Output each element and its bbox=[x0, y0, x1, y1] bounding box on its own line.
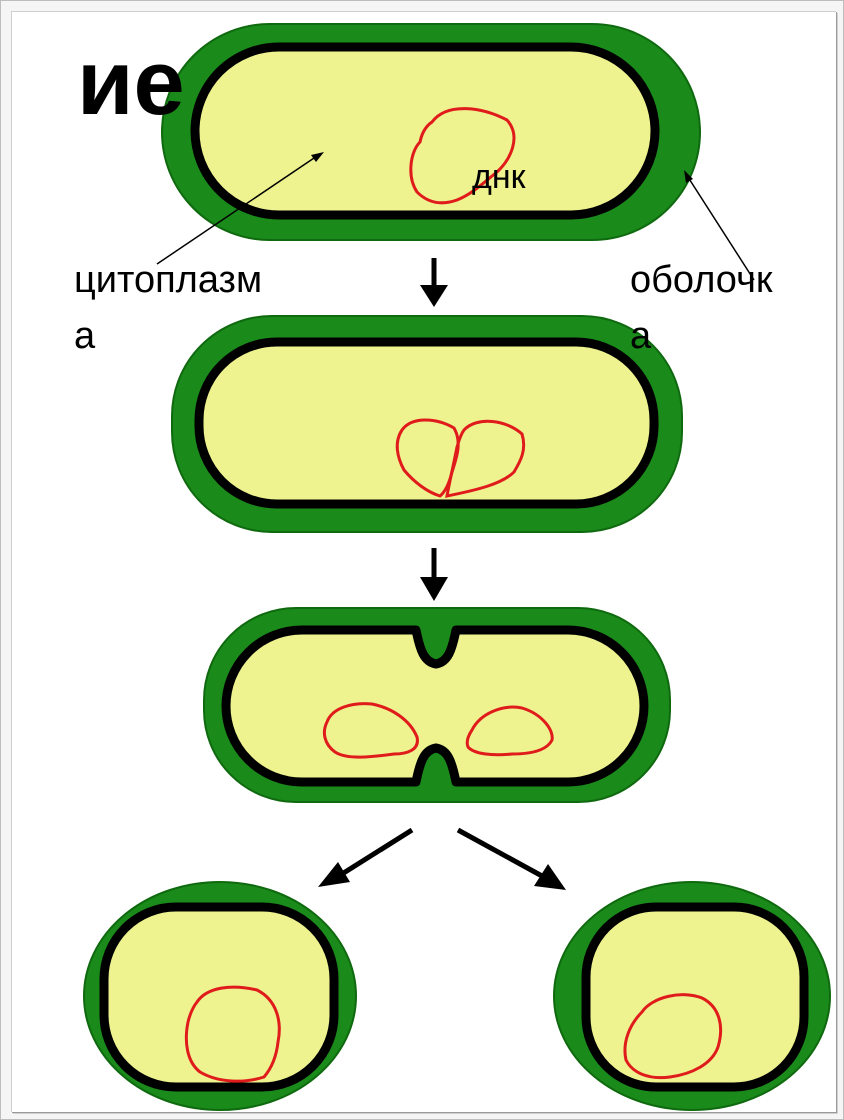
slide-canvas: ие днк цитоплазм а оболочк bbox=[11, 11, 836, 1112]
diagonal-arrow-icon bbox=[318, 830, 412, 887]
daughter-cell-left bbox=[84, 882, 356, 1110]
cell-stage-2 bbox=[172, 316, 682, 532]
dna-label: днк bbox=[472, 158, 527, 196]
membrane-label-line1: оболочк bbox=[630, 259, 773, 301]
down-arrow-icon bbox=[420, 258, 448, 307]
cytoplasm-label-line1: цитоплазм bbox=[74, 259, 262, 301]
daughter-cell-right bbox=[554, 882, 830, 1110]
down-arrow-icon bbox=[420, 548, 448, 601]
membrane-label-line2: а bbox=[630, 315, 652, 357]
cytoplasm-label-line2: а bbox=[74, 315, 96, 357]
diagonal-arrow-icon bbox=[458, 830, 566, 890]
cell-membrane bbox=[104, 907, 334, 1087]
cell-stage-1 bbox=[162, 24, 700, 240]
cell-membrane bbox=[199, 342, 654, 504]
slide-title: ие bbox=[77, 32, 185, 134]
cell-stage-3 bbox=[204, 608, 670, 802]
binary-fission-diagram: ие днк цитоплазм а оболочк bbox=[12, 12, 836, 1112]
